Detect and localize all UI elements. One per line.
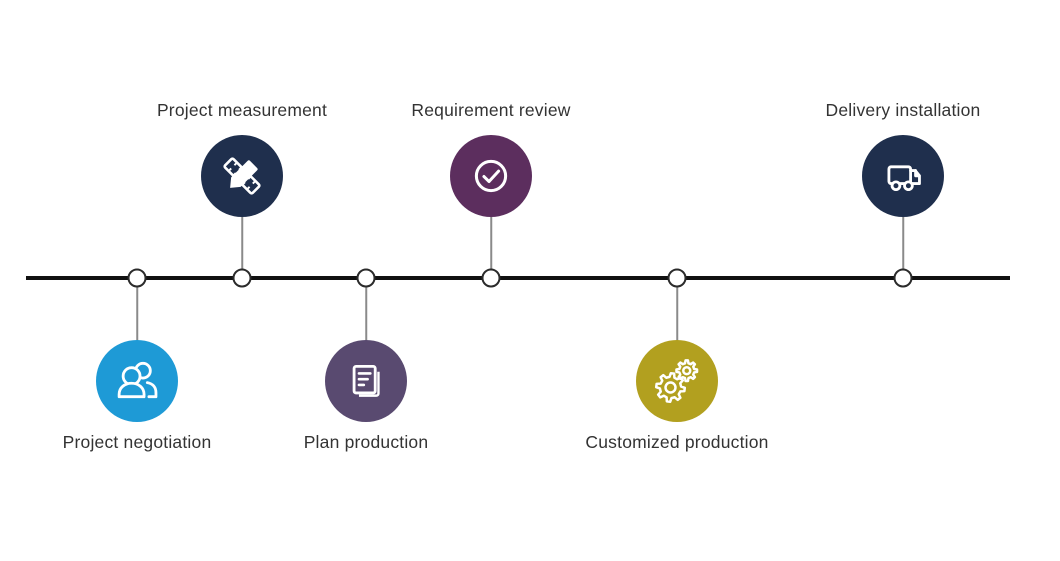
step-connector-line (136, 280, 138, 341)
timeline-node (667, 268, 687, 288)
timeline-line (26, 276, 1010, 280)
step-label: Customized production (585, 432, 769, 452)
step-connector-line (902, 217, 904, 279)
step-connector-line (365, 280, 367, 341)
step-icon-circle (201, 135, 283, 217)
timeline-node (232, 268, 252, 288)
people-icon (111, 355, 163, 407)
step-icon-circle (636, 340, 718, 422)
step-icon-circle (862, 135, 944, 217)
ruler-pencil-icon (216, 150, 268, 202)
timeline-node (893, 268, 913, 288)
check-circle-icon (465, 150, 517, 202)
document-icon (340, 355, 392, 407)
timeline-node (127, 268, 147, 288)
step-label: Requirement review (411, 100, 571, 120)
step-label: Plan production (303, 432, 429, 452)
step-label: Project measurement (156, 100, 328, 120)
timeline-node (481, 268, 501, 288)
step-connector-line (490, 217, 492, 279)
step-icon-circle (96, 340, 178, 422)
gears-icon (651, 355, 703, 407)
step-label: Delivery installation (825, 100, 981, 120)
step-icon-circle (325, 340, 407, 422)
timeline-node (356, 268, 376, 288)
truck-icon (877, 150, 929, 202)
step-label: Project negotiation (62, 432, 212, 452)
step-connector-line (241, 217, 243, 279)
step-connector-line (676, 280, 678, 341)
step-icon-circle (450, 135, 532, 217)
